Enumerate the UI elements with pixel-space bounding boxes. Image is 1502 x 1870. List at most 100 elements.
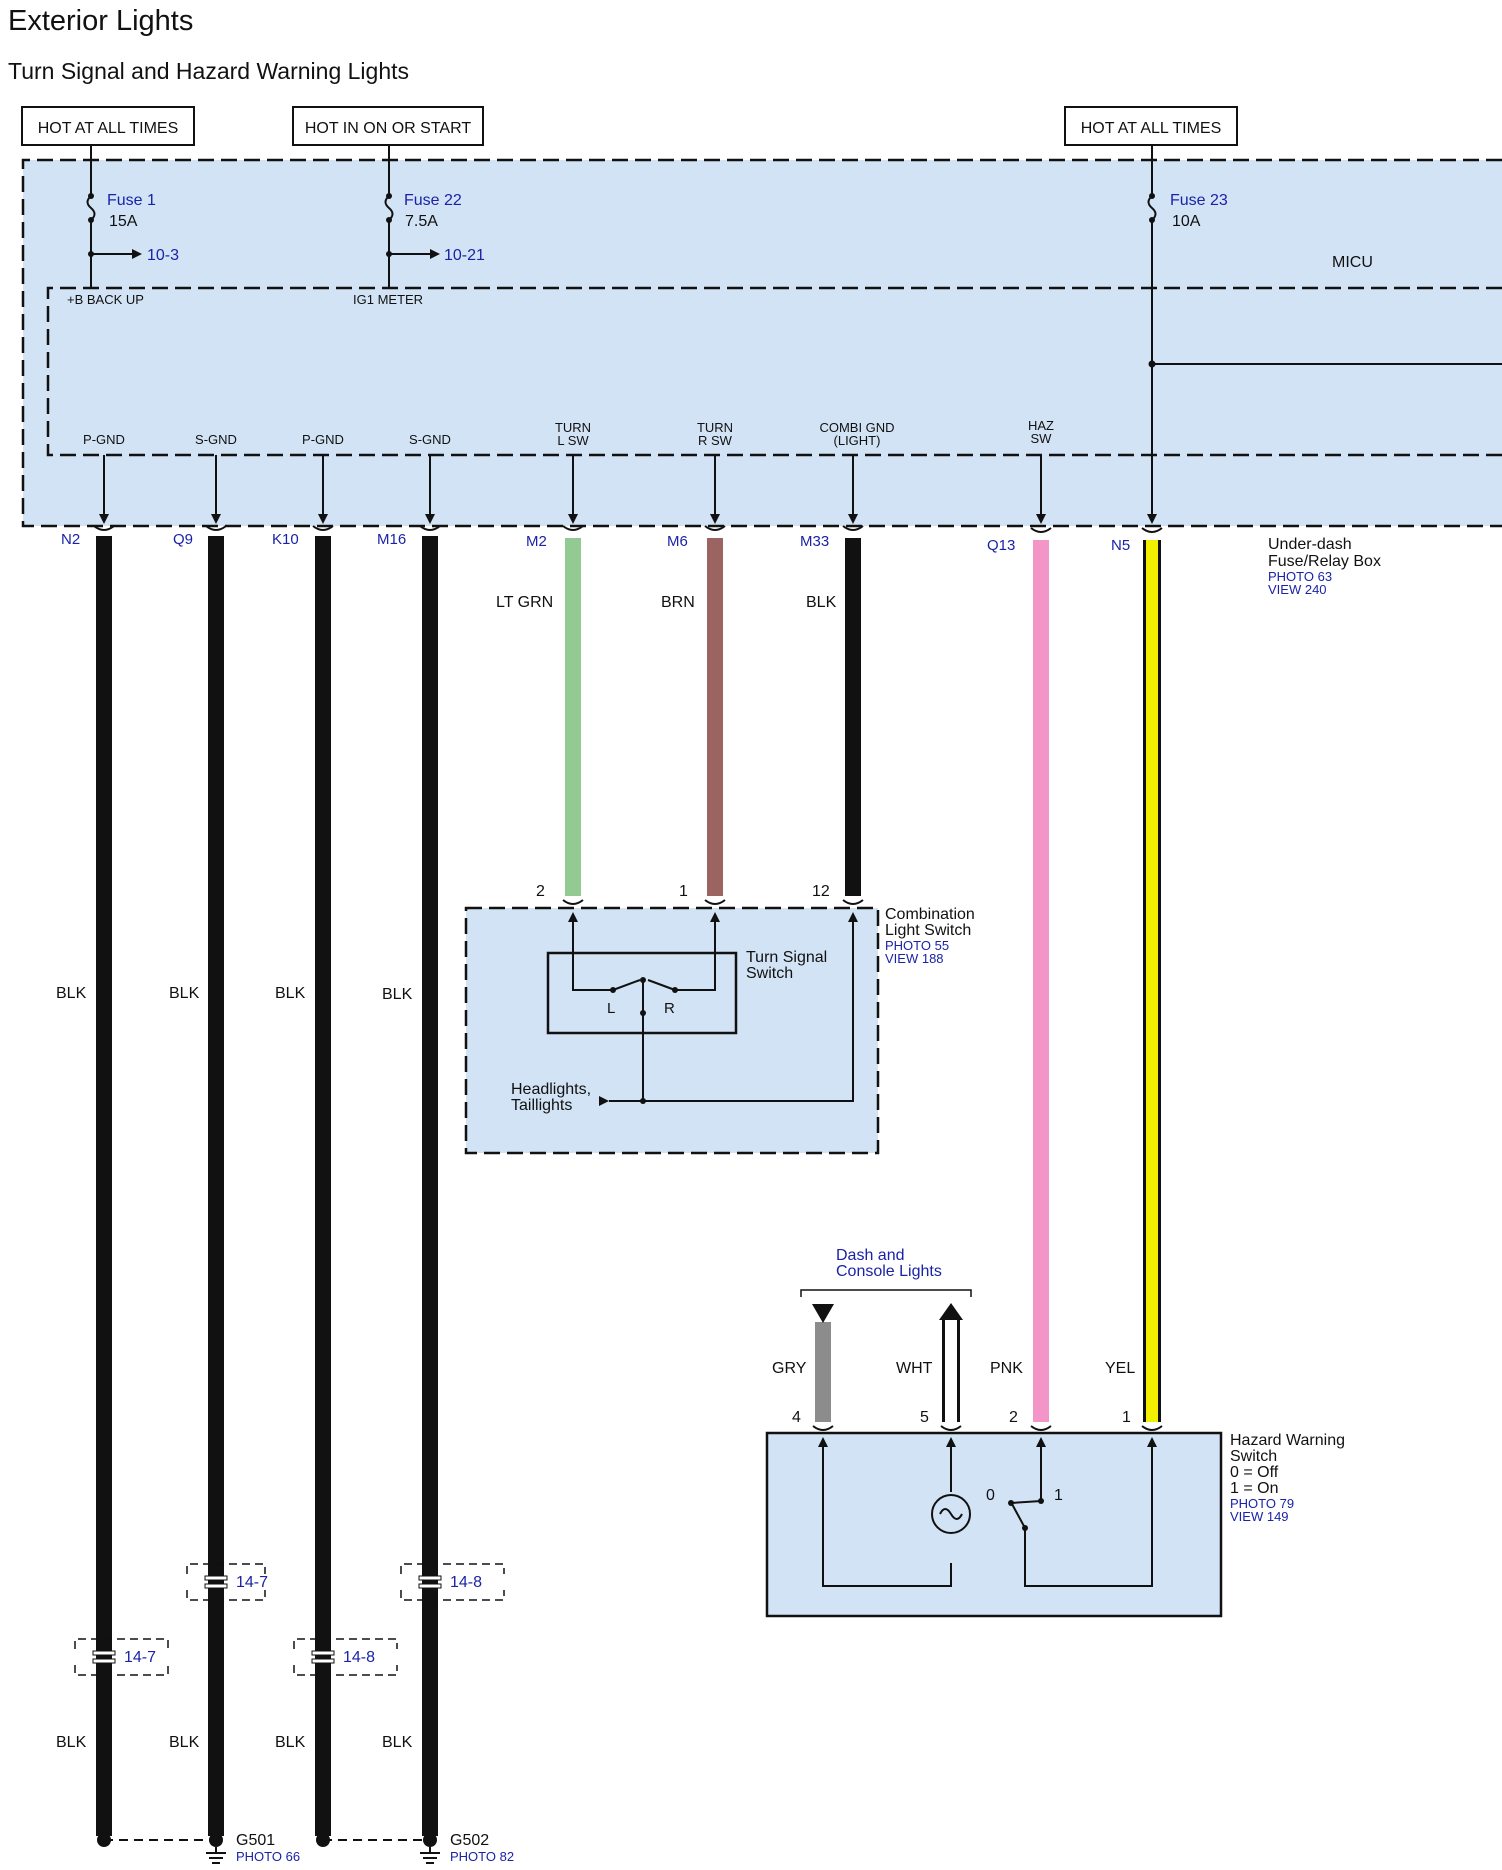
hazard-name-line2: Switch bbox=[1230, 1448, 1277, 1465]
ground-g502-label: G502 bbox=[450, 1832, 489, 1849]
label-blk-k10-lower: BLK bbox=[275, 1734, 306, 1751]
turn-signal-switch-line2: Switch bbox=[746, 965, 793, 982]
terminal-sgnd-q9: S-GND bbox=[195, 432, 237, 447]
ground-g502-icon bbox=[420, 1847, 440, 1864]
terminal-pgnd-n2: P-GND bbox=[83, 432, 125, 447]
connector-14-8-k10: 14-8 bbox=[343, 1649, 375, 1666]
ground-g501-photo: PHOTO 66 bbox=[236, 1849, 300, 1864]
fuse-box-name-line2: Fuse/Relay Box bbox=[1268, 553, 1381, 570]
under-dash-fuse-relay-box bbox=[21, 158, 1502, 528]
pin-m16: M16 bbox=[377, 531, 406, 548]
hazard-pos-0: 0 bbox=[986, 1487, 995, 1504]
hazard-pin-5: 5 bbox=[920, 1409, 929, 1426]
label-pnk: PNK bbox=[990, 1360, 1023, 1377]
micu-box bbox=[46, 286, 1502, 457]
hazard-state-off: 0 = Off bbox=[1230, 1464, 1279, 1481]
ground-g501: G501 PHOTO 66 bbox=[97, 1832, 300, 1864]
dash-lights-line2: Console Lights bbox=[836, 1263, 942, 1280]
terminal-haz-line2: SW bbox=[1031, 431, 1053, 446]
pin-m2: M2 bbox=[526, 533, 547, 550]
ground-g502: G502 PHOTO 82 bbox=[316, 1832, 514, 1864]
combination-light-switch: 2 1 12 L R Turn Signal Switch Headlights… bbox=[464, 883, 975, 1155]
hazard-view: VIEW 149 bbox=[1230, 1509, 1289, 1524]
terminal-turn-r-line1: TURN bbox=[697, 420, 733, 435]
hazard-pin-2: 2 bbox=[1009, 1409, 1018, 1426]
hazard-pos-1: 1 bbox=[1054, 1487, 1063, 1504]
headlights-label: Headlights, bbox=[511, 1081, 591, 1098]
label-blk-k10-upper: BLK bbox=[275, 985, 306, 1002]
wire-wht bbox=[939, 1303, 963, 1422]
pin-q9: Q9 bbox=[173, 531, 193, 548]
fuse-1-name: Fuse 1 bbox=[107, 192, 156, 209]
power-label-hot-in-on-or-start: HOT IN ON OR START bbox=[292, 106, 484, 146]
label-blk-m16-upper: BLK bbox=[382, 986, 413, 1003]
turn-switch-pos-r: R bbox=[664, 1000, 675, 1017]
inline-connector-q9: 14-7 bbox=[186, 1563, 268, 1601]
inline-connector-m16: 14-8 bbox=[400, 1563, 505, 1601]
connector-14-7-n2: 14-7 bbox=[124, 1649, 156, 1666]
combi-pin-1: 1 bbox=[679, 883, 688, 900]
inline-connector-k10: 14-8 bbox=[293, 1638, 398, 1676]
label-brn: BRN bbox=[661, 594, 695, 611]
terminal-pgnd-k10: P-GND bbox=[302, 432, 344, 447]
combi-name-line1: Combination bbox=[885, 906, 975, 923]
hazard-pin-1: 1 bbox=[1122, 1409, 1131, 1426]
pin-m6: M6 bbox=[667, 533, 688, 550]
fuse-23-rating: 10A bbox=[1172, 213, 1201, 230]
pin-q13: Q13 bbox=[987, 537, 1015, 554]
power-label-hot-at-all-times-1: HOT AT ALL TIMES bbox=[21, 106, 195, 146]
micu-label: MICU bbox=[1332, 254, 1373, 271]
label-blk-m16-lower: BLK bbox=[382, 1734, 413, 1751]
dash-console-lights: Dash and Console Lights bbox=[800, 1247, 972, 1422]
fuse-22-name: Fuse 22 bbox=[404, 192, 462, 209]
terminal-sgnd-m16: S-GND bbox=[409, 432, 451, 447]
wire-color-labels: LT GRN BRN BLK BLK BLK BLK BLK BLK BLK B… bbox=[56, 594, 1135, 1751]
inline-connector-n2: 14-7 bbox=[74, 1638, 169, 1676]
fuse-23: Fuse 23 10A bbox=[1147, 145, 1228, 520]
turn-switch-pos-l: L bbox=[607, 1000, 615, 1017]
ground-wires bbox=[96, 536, 438, 1836]
hazard-name-line1: Hazard Warning bbox=[1230, 1432, 1345, 1449]
ground-g502-photo: PHOTO 82 bbox=[450, 1849, 514, 1864]
combi-name-line2: Light Switch bbox=[885, 922, 971, 939]
label-gry: GRY bbox=[772, 1360, 807, 1377]
terminal-turn-r-line2: R SW bbox=[698, 433, 733, 448]
ground-g501-icon bbox=[206, 1847, 226, 1864]
terminal-turn-l-line2: L SW bbox=[557, 433, 589, 448]
combi-photo: PHOTO 55 bbox=[885, 938, 949, 953]
hazard-pin-4: 4 bbox=[792, 1409, 801, 1426]
pin-n2: N2 bbox=[61, 531, 80, 548]
ground-g501-label: G501 bbox=[236, 1832, 275, 1849]
fuse-1-ref: 10-3 bbox=[147, 247, 179, 264]
fuse-box-photo: PHOTO 63 bbox=[1268, 569, 1332, 584]
label-blk-n2-lower: BLK bbox=[56, 1734, 87, 1751]
power-label-text: HOT AT ALL TIMES bbox=[38, 120, 179, 137]
terminal-combi-line1: COMBI GND bbox=[819, 420, 894, 435]
page-title: Exterior Lights bbox=[8, 5, 193, 37]
hazard-photo: PHOTO 79 bbox=[1230, 1496, 1294, 1511]
terminal-haz-line1: HAZ bbox=[1028, 418, 1054, 433]
label-yel: YEL bbox=[1105, 1360, 1135, 1377]
connector-14-7-q9: 14-7 bbox=[236, 1574, 268, 1591]
terminal-turn-l-line1: TURN bbox=[555, 420, 591, 435]
fuse-1-rating: 15A bbox=[109, 213, 138, 230]
label-blk-m33: BLK bbox=[806, 594, 837, 611]
indicator-bulb-icon bbox=[931, 1494, 971, 1534]
hazard-warning-switch: 4 5 2 1 0 1 Hazard Warning Switch 0 = Of… bbox=[765, 1409, 1345, 1618]
pin-n5: N5 bbox=[1111, 537, 1130, 554]
page-subtitle: Turn Signal and Hazard Warning Lights bbox=[8, 58, 409, 84]
power-label-text: HOT IN ON OR START bbox=[305, 120, 471, 137]
fuse-box-name-line1: Under-dash bbox=[1268, 536, 1352, 553]
power-label-text: HOT AT ALL TIMES bbox=[1081, 120, 1222, 137]
fuse-box-connector-caps bbox=[93, 525, 1163, 533]
turn-signal-switch-line1: Turn Signal bbox=[746, 949, 827, 966]
label-blk-q9-upper: BLK bbox=[169, 985, 200, 1002]
fuse-22-rating: 7.5A bbox=[405, 213, 438, 230]
label-blk-q9-lower: BLK bbox=[169, 1734, 200, 1751]
hazard-state-on: 1 = On bbox=[1230, 1480, 1278, 1497]
fuse-box-view: VIEW 240 bbox=[1268, 582, 1327, 597]
pin-k10: K10 bbox=[272, 531, 299, 548]
fuse-1: Fuse 1 15A 10-3 +B BACK UP bbox=[67, 145, 179, 307]
label-blk-n2-upper: BLK bbox=[56, 985, 87, 1002]
